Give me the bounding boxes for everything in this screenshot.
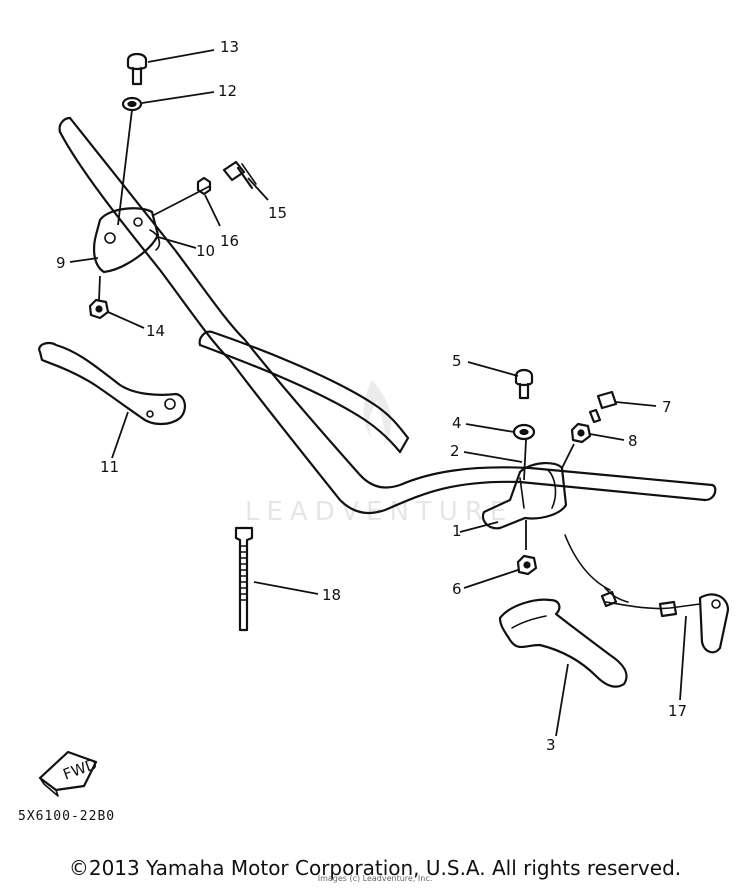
fwd-arrow-icon: FWD [38,750,100,797]
callout-16: 16 [220,232,239,250]
callout-10: 10 [196,242,215,260]
callout-numbers: 13 12 15 16 10 9 14 11 5 4 7 8 2 1 6 18 … [56,38,687,754]
callout-6: 6 [452,580,462,598]
diagram-code: 5X6100-22B0 [18,809,115,824]
part-14-nut [88,298,110,320]
part-8-nut [570,422,592,444]
handlebar [58,116,717,515]
callout-4: 4 [452,414,462,432]
part-17-switch [564,534,730,654]
copyright-small-text: Images (c) Leadventure, Inc. [317,874,433,883]
callout-2: 2 [450,442,460,460]
part-12-washer [121,96,143,112]
part-16-nut [196,176,212,196]
callout-18: 18 [322,586,341,604]
part-3-lever [498,598,628,688]
callout-1: 1 [452,522,462,540]
part-4-washer [512,423,536,441]
callout-15: 15 [268,204,287,222]
part-1-bracket [481,462,568,530]
callout-17: 17 [668,702,687,720]
fwd-label: FWD [61,755,100,784]
callout-13: 13 [220,38,239,56]
callout-3: 3 [546,736,556,754]
callout-14: 14 [146,322,165,340]
callout-11: 11 [100,458,119,476]
part-11-lever [38,341,186,426]
callout-12: 12 [218,82,237,100]
part-15-bolt [222,160,257,190]
callout-5: 5 [452,352,462,370]
callout-7: 7 [662,398,672,416]
callout-9: 9 [56,254,66,272]
copyright-notice: ©2013 Yamaha Motor Corporation, U.S.A. A… [68,856,682,880]
part-9-holder [93,207,161,274]
callout-8: 8 [628,432,638,450]
leader-lines [69,49,687,737]
part-13-bolt [126,52,148,86]
part-18-cable-tie [234,526,254,632]
part-5-bolt [514,368,534,400]
part-6-nut [516,554,538,576]
part-7-bolt [588,390,618,424]
